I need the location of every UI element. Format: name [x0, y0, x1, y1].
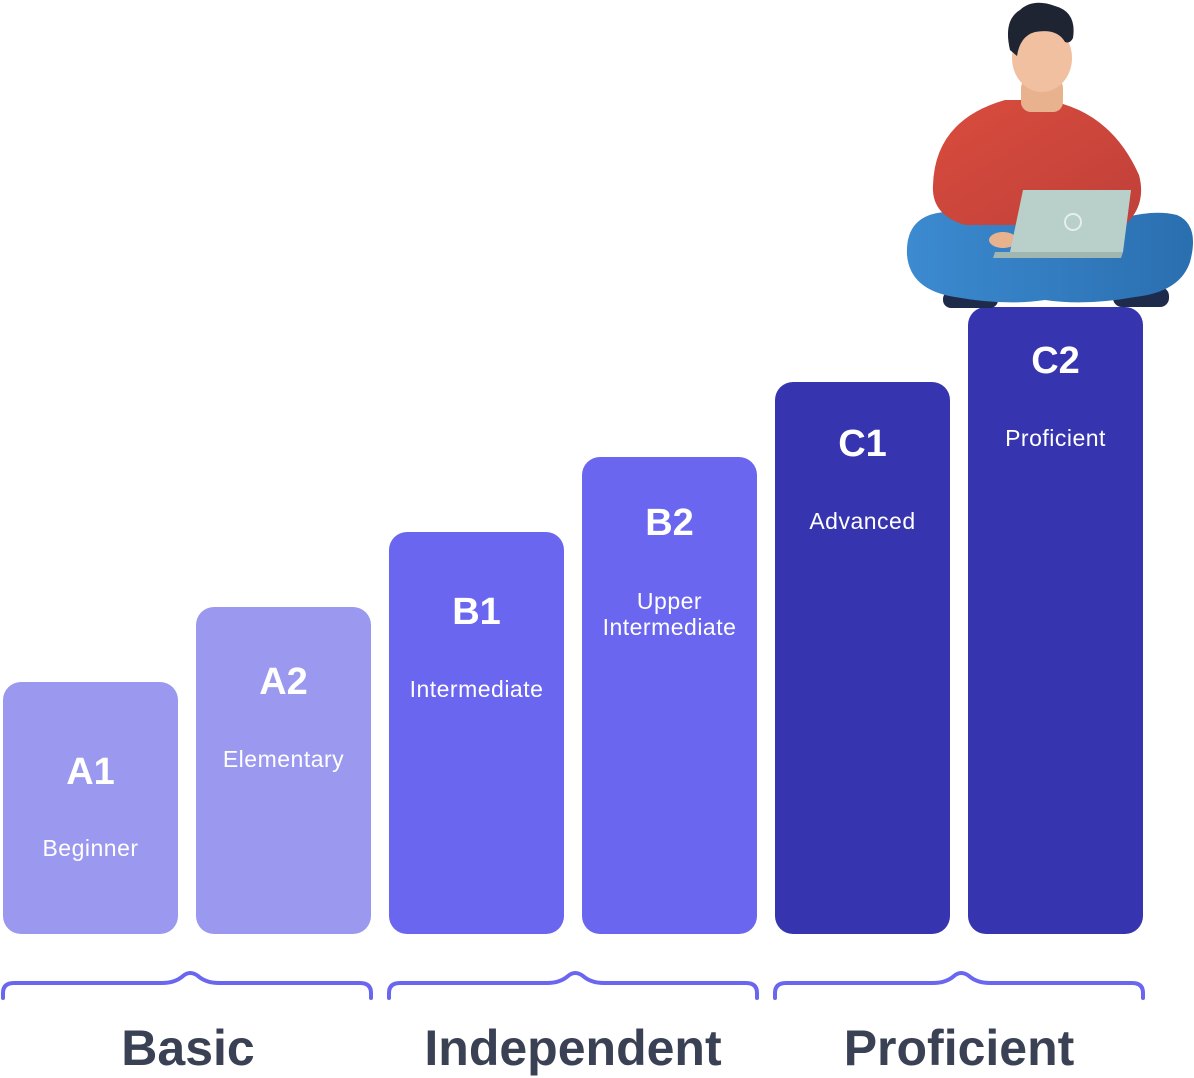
level-code: C1: [838, 423, 887, 465]
group-label-independent: Independent: [424, 1020, 722, 1076]
brace-proficient: [773, 971, 1145, 1000]
level-code: A1: [66, 751, 115, 793]
group-label-proficient: Proficient: [843, 1020, 1075, 1076]
level-code: B1: [452, 591, 501, 633]
laptop-icon: [993, 190, 1131, 258]
level-code: C2: [1031, 340, 1080, 382]
level-bar-b2: B2 Upper Intermediate: [582, 457, 757, 934]
person-with-laptop-illustration: [906, 2, 1194, 308]
level-name: Advanced: [809, 508, 916, 534]
level-bar-a2: A2 Elementary: [196, 607, 371, 934]
group-label-basic: Basic: [121, 1020, 255, 1076]
level-bar-c2: C2 Proficient: [968, 307, 1143, 934]
level-bar-c1: C1 Advanced: [775, 382, 950, 934]
brace-basic: [1, 971, 373, 1000]
level-name: Elementary: [222, 746, 345, 772]
group-braces: [1, 971, 1145, 1000]
level-bar-a1: A1 Beginner: [3, 682, 178, 934]
level-code: B2: [645, 502, 694, 544]
hand-icon: [989, 232, 1017, 248]
level-name: Intermediate: [409, 676, 544, 702]
brace-independent: [387, 971, 759, 1000]
level-name: Upper Intermediate: [602, 588, 737, 640]
hair-icon: [1007, 2, 1074, 57]
level-code: A2: [259, 661, 308, 703]
level-name: Proficient: [1005, 425, 1106, 451]
level-name: Beginner: [42, 835, 139, 861]
head-icon: [1012, 24, 1072, 92]
level-bar-b1: B1 Intermediate: [389, 532, 564, 934]
